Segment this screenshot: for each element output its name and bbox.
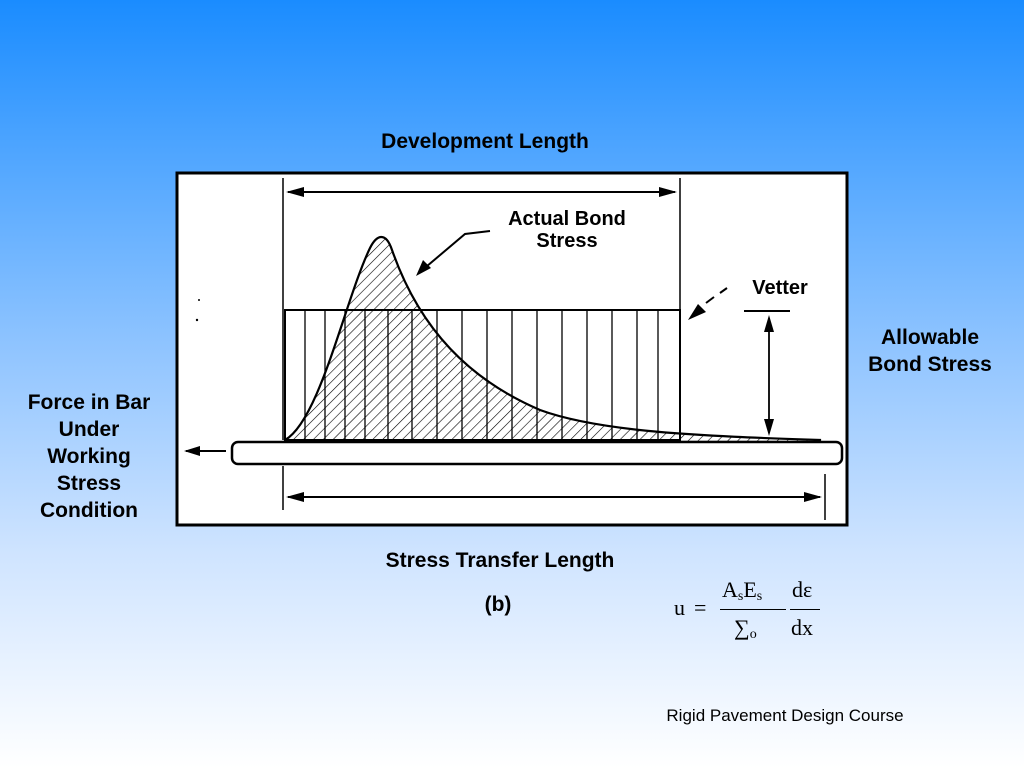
bond-stress-formula: u = AsEs ∑o dε dx — [672, 575, 832, 645]
formula-fraction-bar — [720, 609, 786, 610]
formula-denominator: ∑o — [734, 615, 757, 642]
course-footer: Rigid Pavement Design Course — [666, 706, 904, 725]
development-length-dimension — [282, 178, 681, 440]
formula-numerator: AsEs — [722, 577, 763, 604]
actual-bond-label-line2: Stress — [536, 230, 597, 252]
formula-equals: = — [694, 595, 707, 620]
development-length-label: Development Length — [381, 130, 589, 153]
formula-derivative-denominator: dx — [791, 615, 813, 640]
reinforcing-bar — [230, 440, 844, 466]
actual-bond-label-line1: Actual Bond — [508, 208, 626, 230]
force-arrow — [184, 446, 226, 456]
actual-bond-stress-curve — [283, 235, 822, 444]
stray-mark — [195, 318, 199, 322]
formula-derivative-numerator: dε — [792, 577, 813, 602]
force-in-bar-label: Force in Bar Under Working Stress Condit… — [27, 391, 151, 522]
actual-bond-leader — [416, 230, 491, 276]
vetter-label: Vetter — [752, 277, 808, 299]
figure-label: (b) — [484, 593, 512, 616]
allowable-bond-stress-label: Allowable Bond Stress — [868, 326, 992, 376]
stray-mark — [198, 299, 200, 301]
allowable-stress-height-arrow — [744, 310, 790, 436]
vetter-leader — [688, 287, 728, 320]
stress-transfer-length-label: Stress Transfer Length — [385, 549, 615, 572]
stress-transfer-dimension — [282, 466, 826, 520]
formula-derivative-bar — [790, 609, 820, 610]
formula-u: u — [674, 595, 685, 620]
